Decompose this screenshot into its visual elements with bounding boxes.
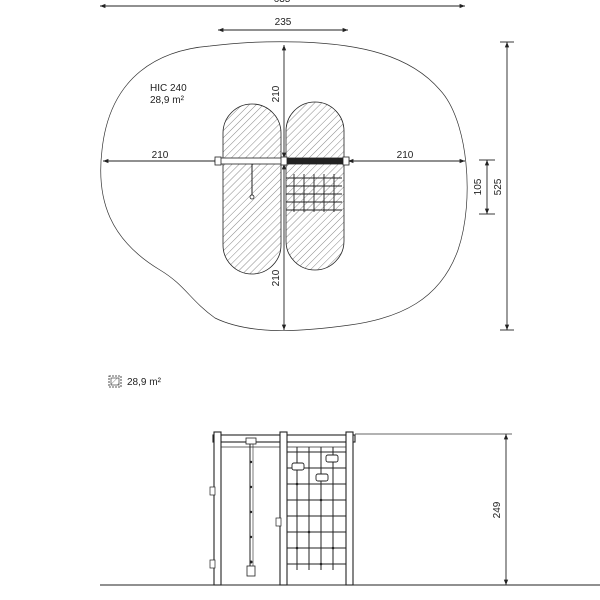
right-radius-label: 210 bbox=[397, 150, 414, 161]
legend-area-label: 28,9 m² bbox=[127, 377, 162, 388]
legend: 28,9 m² bbox=[108, 375, 162, 388]
rope-ladder bbox=[245, 437, 257, 577]
post-middle bbox=[279, 431, 288, 586]
left-radius-label: 210 bbox=[152, 150, 169, 161]
plan-area-label: 28,9 m² bbox=[150, 95, 185, 106]
safety-zone-outline bbox=[100, 41, 468, 331]
height-label: 249 bbox=[492, 501, 503, 518]
elevation-view: 249 bbox=[100, 431, 600, 586]
plan-view: 635 235 210 210 210 210 bbox=[100, 0, 514, 331]
net-knots bbox=[295, 482, 335, 566]
post-left bbox=[213, 431, 222, 586]
climbing-holds bbox=[291, 454, 339, 482]
post-right bbox=[345, 431, 354, 586]
side-offset-label: 105 bbox=[473, 178, 484, 195]
climbing-net bbox=[287, 447, 346, 570]
top-width-label: 235 bbox=[275, 17, 292, 28]
top-radius-label: 210 bbox=[271, 85, 282, 102]
total-width-label: 635 bbox=[274, 0, 291, 5]
safety-surface-hatch-icon bbox=[108, 375, 122, 388]
bottom-radius-label: 210 bbox=[271, 269, 282, 286]
hic-label: HIC 240 bbox=[150, 83, 187, 94]
structure-plan bbox=[214, 156, 350, 212]
depth-label: 525 bbox=[493, 178, 504, 195]
